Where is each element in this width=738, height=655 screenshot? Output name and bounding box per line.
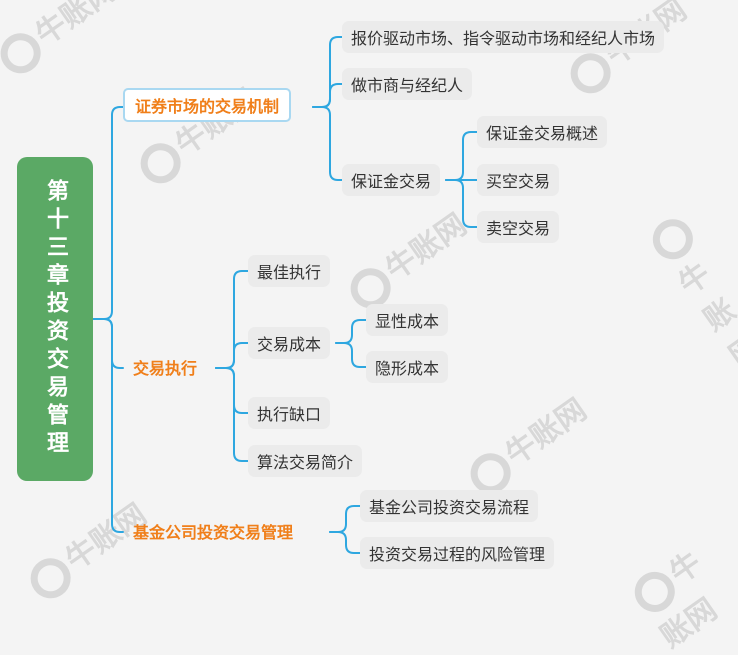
connector [335, 342, 367, 368]
subtopic-margin-trading[interactable]: 保证金交易 [342, 164, 441, 196]
subtopic-trading-cost[interactable]: 交易成本 [248, 327, 331, 359]
subtopic-short-sell[interactable]: 卖空交易 [477, 211, 560, 243]
subtopic-buy-long[interactable]: 买空交易 [477, 164, 560, 196]
connector [215, 270, 249, 369]
subtopic-label: 保证金交易概述 [486, 124, 599, 143]
subtopic-algorithmic-trading[interactable]: 算法交易简介 [248, 445, 363, 477]
subtopic-label: 显性成本 [375, 312, 440, 331]
connector [335, 319, 367, 344]
subtopic-margin-overview[interactable]: 保证金交易概述 [477, 116, 608, 148]
subtopic-best-execution[interactable]: 最佳执行 [248, 255, 331, 287]
subtopic-label: 报价驱动市场、指令驱动市场和经纪人市场 [351, 29, 656, 48]
connector [312, 106, 343, 181]
subtopic-label: 算法交易简介 [257, 453, 354, 472]
connector [329, 505, 361, 533]
connector-lines [92, 36, 478, 554]
root-topic[interactable]: 第十三章投资交易管理 [17, 157, 93, 481]
connector [445, 179, 478, 228]
topic-trade-execution[interactable]: 交易执行 [123, 350, 207, 384]
subtopic-label: 执行缺口 [257, 405, 322, 424]
connector [312, 83, 343, 108]
connector [445, 131, 478, 181]
subtopic-label: 投资交易过程的风险管理 [369, 545, 546, 564]
topic-label: 交易执行 [133, 359, 198, 378]
root-topic-label: 第十三章投资交易管理 [43, 179, 68, 459]
subtopic-label: 买空交易 [486, 172, 551, 191]
connector [215, 367, 249, 414]
subtopic-trading-risk-management[interactable]: 投资交易过程的风险管理 [360, 537, 555, 569]
subtopic-label: 做市商与经纪人 [351, 76, 464, 95]
subtopic-market-types[interactable]: 报价驱动市场、指令驱动市场和经纪人市场 [342, 21, 665, 53]
connector-root-to-execution [92, 318, 124, 369]
connector-root-to-fund-management [92, 318, 124, 533]
subtopic-label: 基金公司投资交易流程 [369, 498, 530, 517]
subtopic-label: 保证金交易 [351, 172, 432, 191]
connector [329, 531, 361, 554]
connector-root-to-mechanism [92, 106, 124, 320]
subtopic-label: 最佳执行 [257, 263, 322, 282]
subtopic-label: 卖空交易 [486, 219, 551, 238]
subtopic-explicit-cost[interactable]: 显性成本 [366, 304, 449, 336]
subtopic-implementation-shortfall[interactable]: 执行缺口 [248, 397, 331, 429]
topic-trading-mechanism[interactable]: 证券市场的交易机制 [123, 88, 292, 122]
connector [312, 36, 343, 108]
topic-label: 基金公司投资交易管理 [133, 523, 294, 542]
connector [215, 342, 249, 369]
subtopic-fund-trading-process[interactable]: 基金公司投资交易流程 [360, 490, 539, 522]
connector [215, 367, 249, 462]
subtopic-implicit-cost[interactable]: 隐形成本 [366, 351, 449, 383]
subtopic-label: 隐形成本 [375, 359, 440, 378]
topic-label: 证券市场的交易机制 [135, 97, 280, 116]
subtopic-market-maker-broker[interactable]: 做市商与经纪人 [342, 68, 473, 100]
topic-fund-trading-management[interactable]: 基金公司投资交易管理 [123, 514, 303, 548]
subtopic-label: 交易成本 [257, 335, 322, 354]
